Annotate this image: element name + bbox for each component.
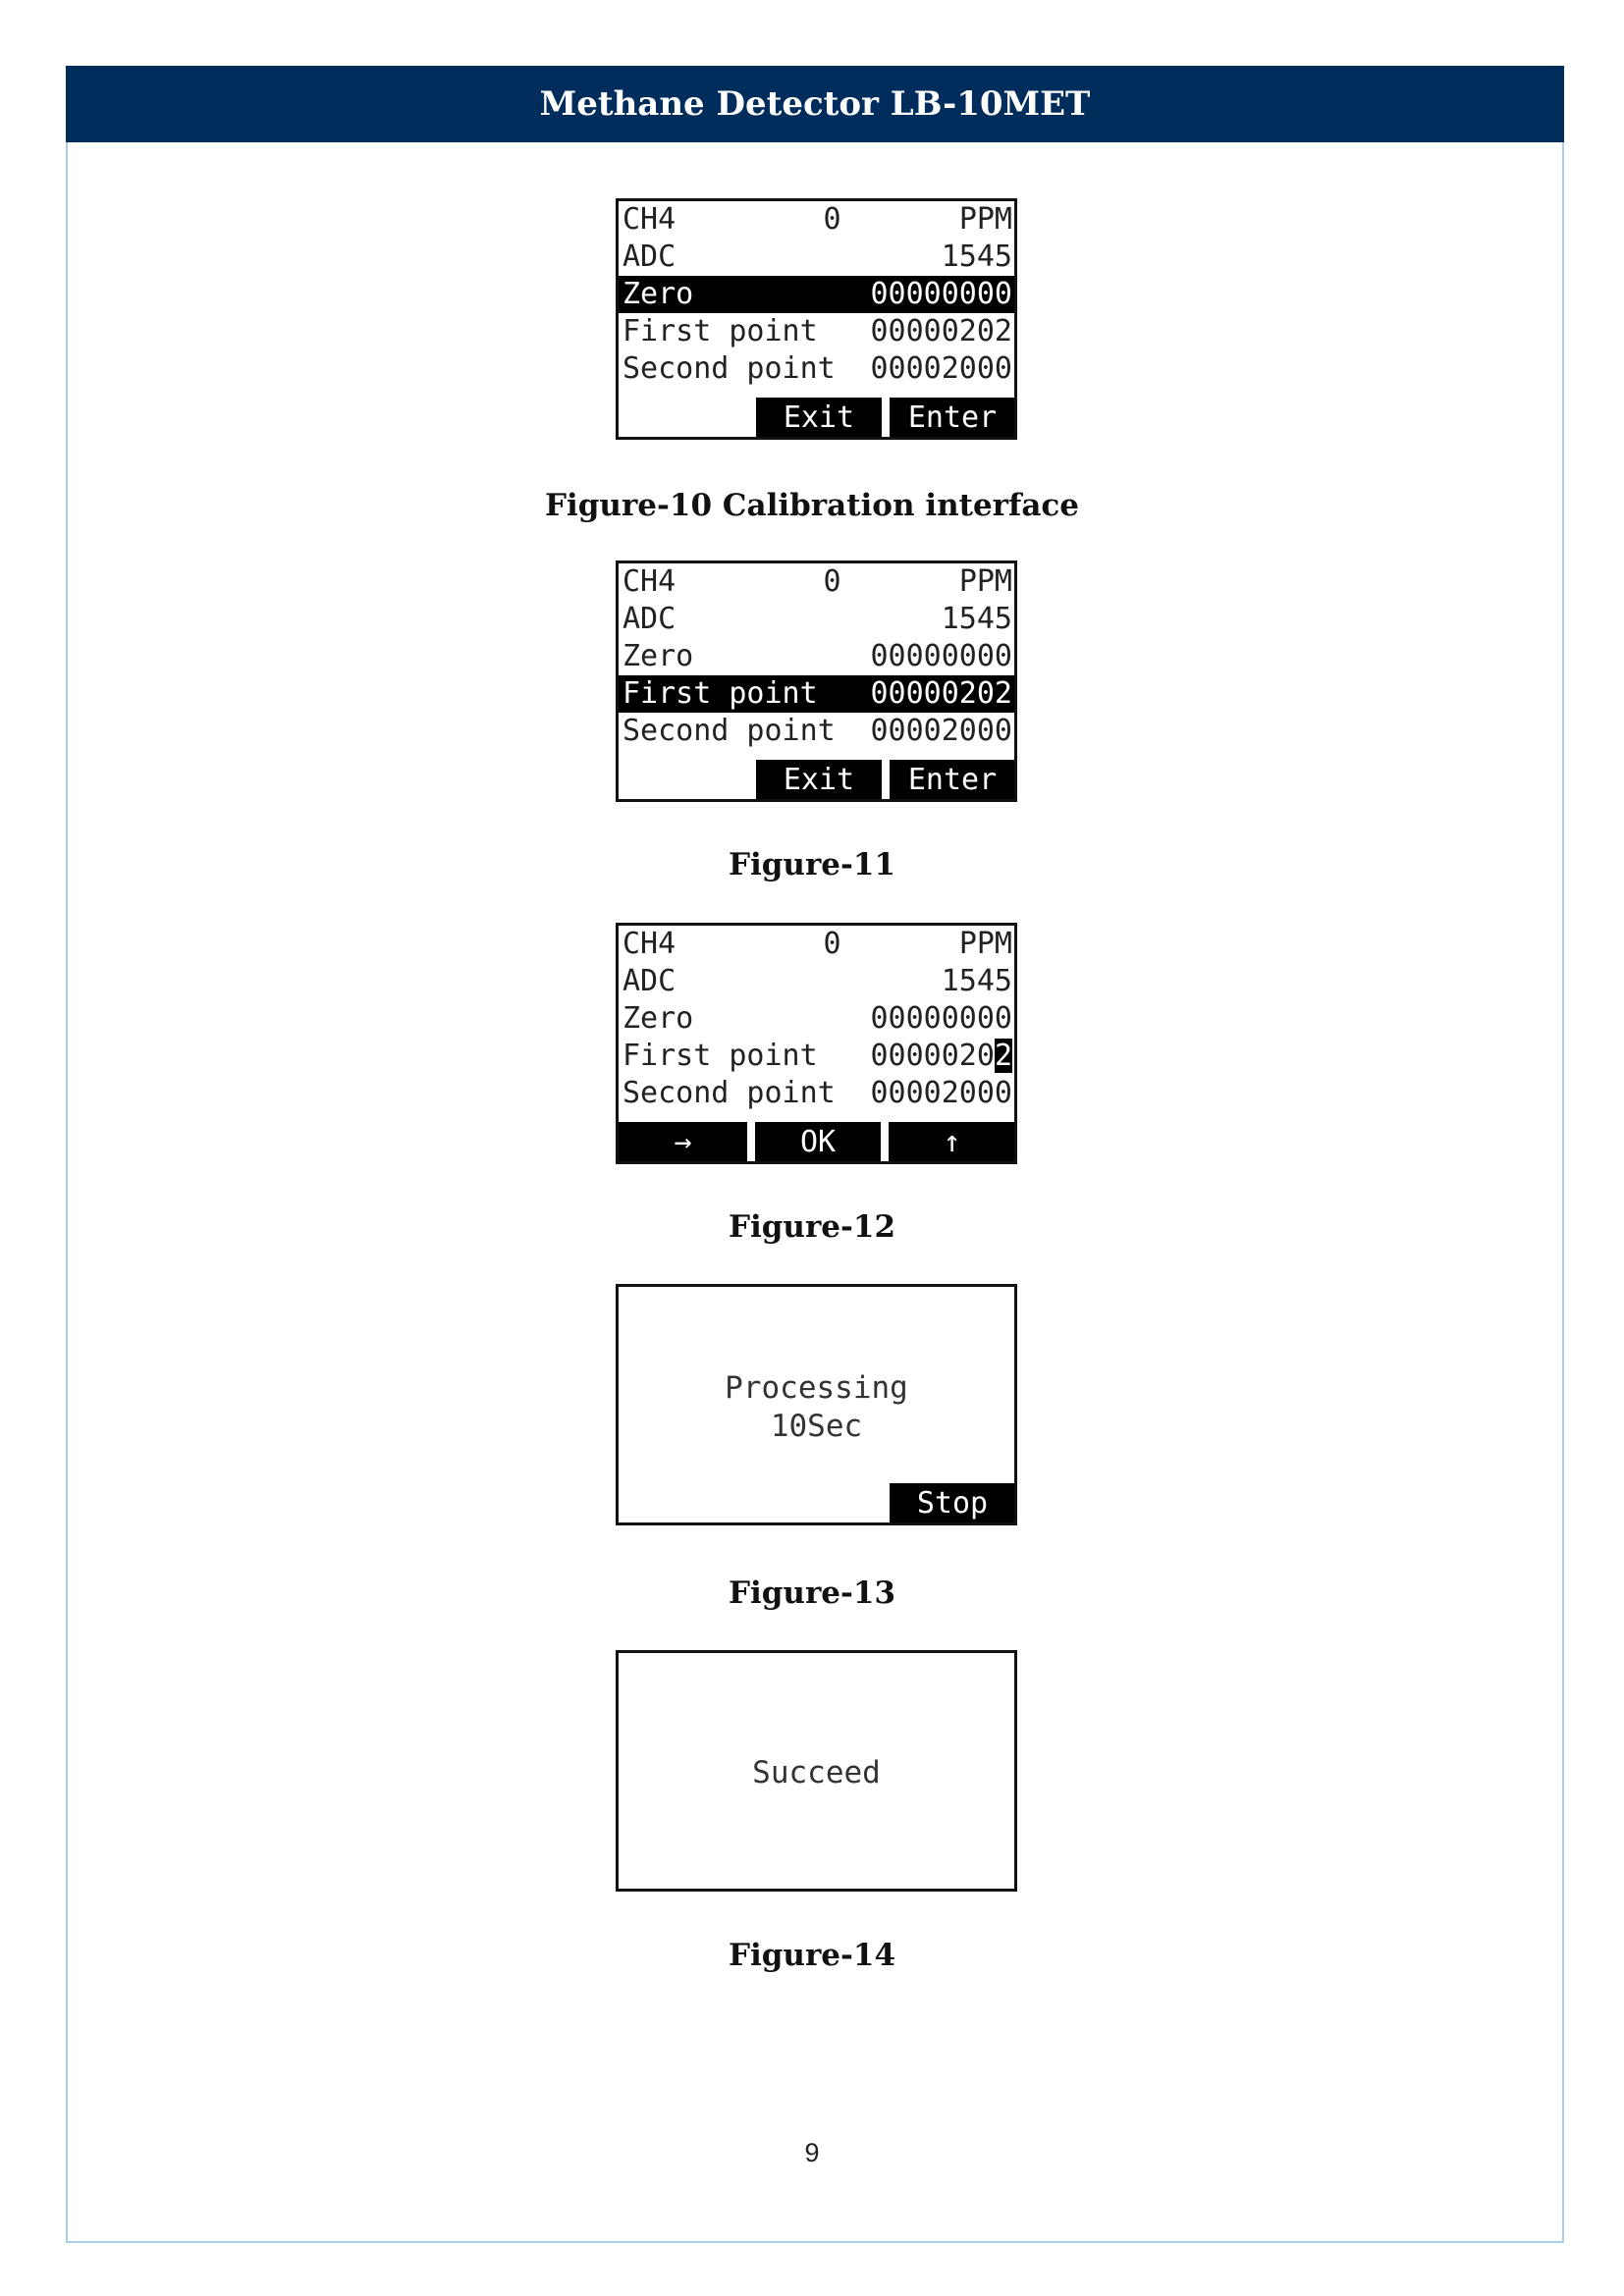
softkey-bar: Exit Enter	[619, 758, 1014, 799]
document-title: Methane Detector LB-10MET	[539, 84, 1091, 124]
row-label: First point	[623, 676, 818, 711]
lcd-row-first-point[interactable]: First point 00000202	[619, 313, 1014, 350]
value-digits: 0000020	[870, 1039, 995, 1073]
succeed-text: Succeed	[752, 1755, 881, 1790]
lcd-succeed-screen: Succeed	[616, 1650, 1017, 1892]
figure-caption: Figure-13	[728, 1575, 896, 1611]
softkey-bar: Exit Enter	[619, 396, 1014, 437]
lcd-row-ch4: CH4 0 PPM	[619, 201, 1014, 239]
lcd-row-second-point[interactable]: Second point 00002000	[619, 350, 1014, 388]
row-label: First point	[623, 1039, 818, 1073]
row-label: Second point	[623, 714, 836, 748]
row-label: ADC	[623, 240, 677, 274]
softkey-bar: → OK ↑	[619, 1120, 1014, 1161]
right-arrow-softkey[interactable]: →	[619, 1122, 747, 1161]
row-value: PPM	[958, 202, 1012, 237]
row-label: CH4	[623, 564, 677, 599]
row-value: 00000202	[870, 676, 1013, 711]
edit-cursor-digit: 2	[994, 1039, 1012, 1073]
row-label: First point	[623, 314, 818, 348]
row-label: ADC	[623, 964, 677, 998]
lcd-row-ch4: CH4 0 PPM	[619, 926, 1014, 963]
row-label: CH4	[623, 927, 677, 961]
lcd-row-second-point: Second point 00002000	[619, 1075, 1014, 1112]
row-label: ADC	[623, 602, 677, 636]
row-label: Zero	[623, 639, 694, 673]
row-label: Zero	[623, 277, 694, 311]
ok-softkey[interactable]: OK	[755, 1122, 881, 1161]
row-value: 00002000	[870, 1076, 1013, 1110]
row-value: PPM	[958, 927, 1012, 961]
lcd-calibration-screen: CH4 0 PPM ADC 1545 Zero 00000000 First p…	[616, 198, 1017, 440]
lcd-edit-value-screen: CH4 0 PPM ADC 1545 Zero 00000000 First p…	[616, 923, 1017, 1164]
row-value: 00000202	[870, 314, 1013, 348]
row-value: 00000000	[870, 277, 1013, 311]
editable-value[interactable]: 00000202	[870, 1038, 1012, 1075]
figure-caption: Figure-14	[728, 1938, 896, 1973]
lcd-row-zero[interactable]: Zero 00000000	[619, 638, 1014, 675]
row-label: Second point	[623, 351, 836, 386]
row-value: 00000000	[870, 1001, 1013, 1036]
row-value: PPM	[958, 564, 1012, 599]
lcd-row-adc: ADC 1545	[619, 601, 1014, 638]
figure-caption: Figure-10 Calibration interface	[544, 488, 1080, 523]
row-mid: 0	[823, 564, 841, 599]
document-header: Methane Detector LB-10MET	[66, 66, 1564, 142]
lcd-row-first-point-selected[interactable]: First point 00000202	[619, 675, 1014, 713]
row-mid: 0	[823, 927, 841, 961]
up-arrow-softkey[interactable]: ↑	[889, 1122, 1014, 1161]
enter-softkey[interactable]: Enter	[890, 760, 1014, 799]
exit-softkey[interactable]: Exit	[756, 398, 882, 437]
page-number: 9	[804, 2138, 820, 2167]
lcd-processing-screen: Processing 10Sec Stop	[616, 1284, 1017, 1525]
row-label: CH4	[623, 202, 677, 237]
lcd-row-adc: ADC 1545	[619, 239, 1014, 276]
countdown-text: 10Sec	[770, 1409, 863, 1444]
row-value: 1545	[941, 964, 1012, 998]
row-value: 1545	[941, 240, 1012, 274]
lcd-row-zero-selected[interactable]: Zero 00000000	[619, 276, 1014, 313]
figure-caption: Figure-11	[728, 847, 896, 882]
processing-text: Processing	[725, 1370, 908, 1406]
row-value: 00000000	[870, 639, 1013, 673]
lcd-row-first-point-editing[interactable]: First point 00000202	[619, 1038, 1014, 1075]
lcd-row-zero: Zero 00000000	[619, 1000, 1014, 1038]
figure-caption: Figure-12	[728, 1209, 896, 1245]
row-label: Zero	[623, 1001, 694, 1036]
row-label: Second point	[623, 1076, 836, 1110]
lcd-row-ch4: CH4 0 PPM	[619, 563, 1014, 601]
lcd-first-point-screen: CH4 0 PPM ADC 1545 Zero 00000000 First p…	[616, 561, 1017, 802]
lcd-row-second-point[interactable]: Second point 00002000	[619, 713, 1014, 750]
stop-softkey[interactable]: Stop	[890, 1483, 1014, 1522]
softkey-bar: Stop	[619, 1481, 1014, 1522]
row-value: 00002000	[870, 714, 1013, 748]
row-value: 00002000	[870, 351, 1013, 386]
exit-softkey[interactable]: Exit	[756, 760, 882, 799]
row-value: 1545	[941, 602, 1012, 636]
row-mid: 0	[823, 202, 841, 237]
enter-softkey[interactable]: Enter	[890, 398, 1014, 437]
lcd-row-adc: ADC 1545	[619, 963, 1014, 1000]
